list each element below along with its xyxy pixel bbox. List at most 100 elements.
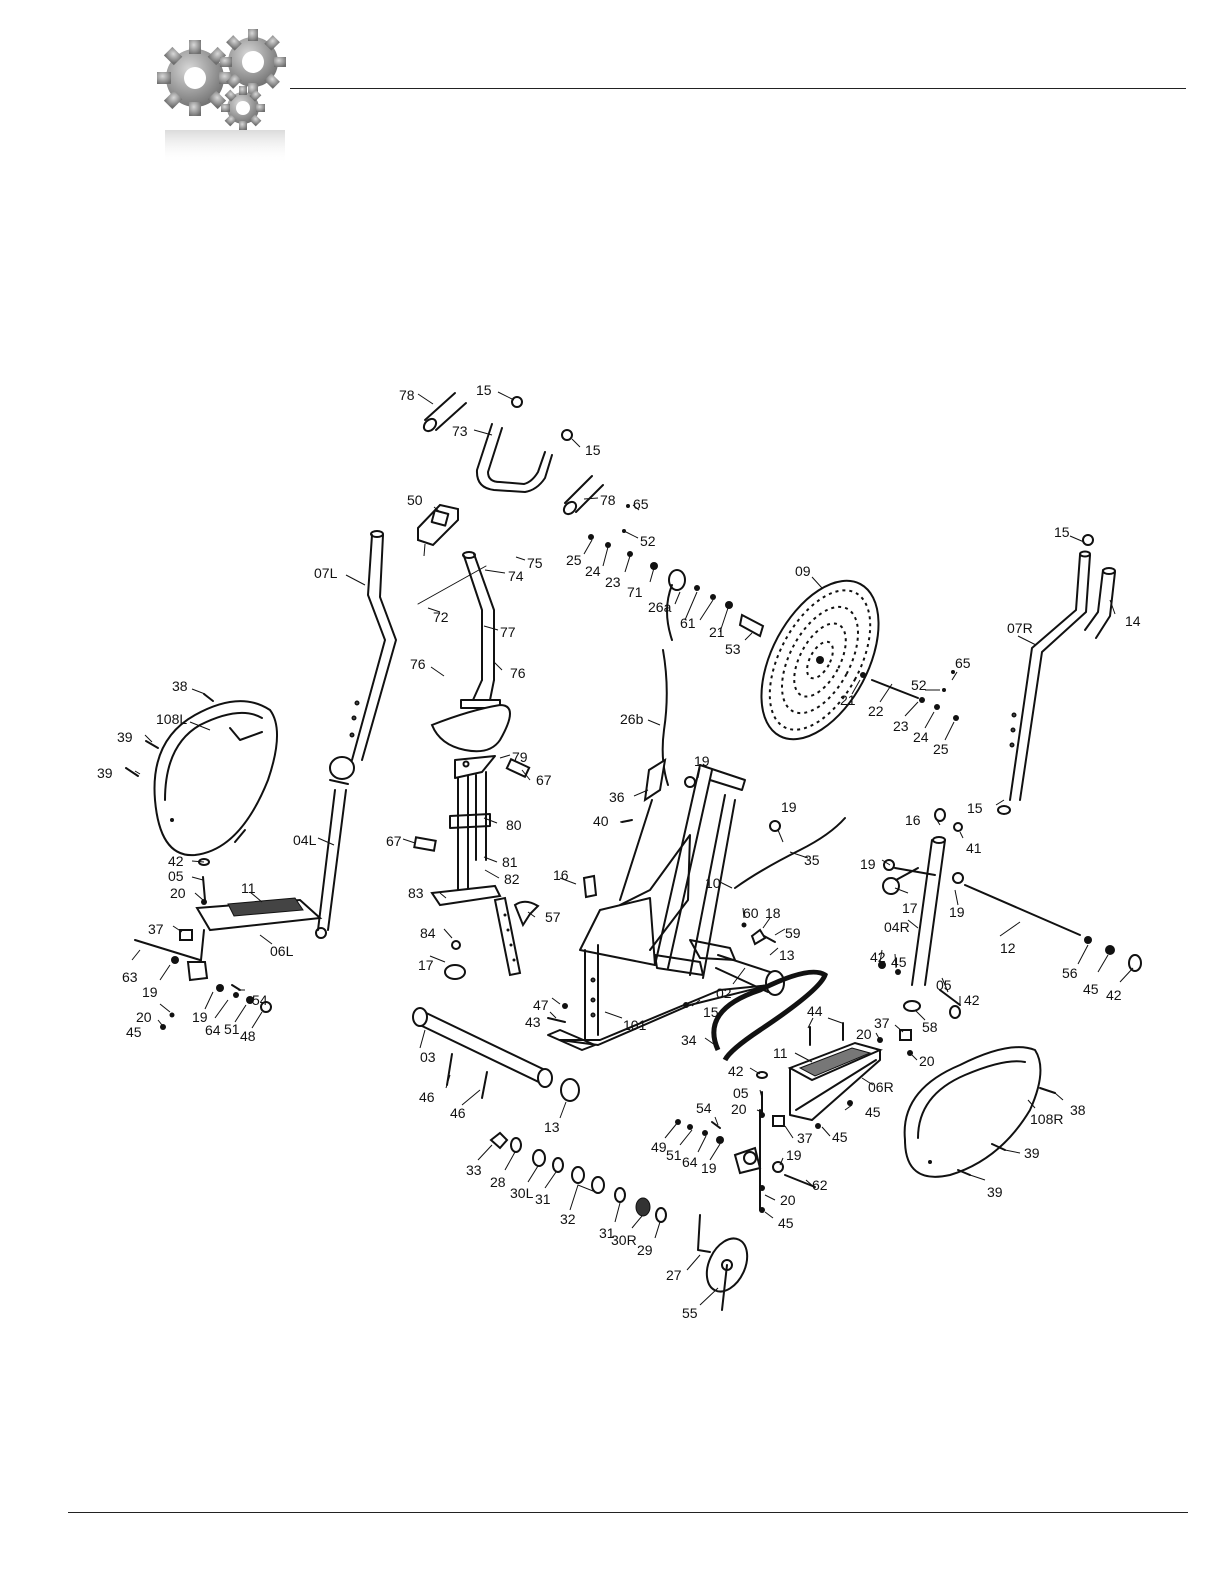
callout: 61 xyxy=(680,615,696,631)
callout: 39 xyxy=(1024,1145,1040,1161)
callout: 19 xyxy=(786,1147,802,1163)
callout: 23 xyxy=(893,718,909,734)
callout: 42 xyxy=(1106,987,1122,1003)
flywheel-09 xyxy=(760,579,880,741)
callout: 38 xyxy=(172,678,188,694)
callout: 45 xyxy=(1083,981,1099,997)
console-50 xyxy=(417,503,459,557)
callout: 40 xyxy=(593,813,609,829)
callout: 101 xyxy=(623,1017,647,1033)
callout: 19 xyxy=(949,904,965,920)
callout: 53 xyxy=(725,641,741,657)
callout: 77 xyxy=(500,624,516,640)
callout: 71 xyxy=(627,584,643,600)
callout: 20 xyxy=(136,1009,152,1025)
shroud-108L xyxy=(125,693,279,857)
callout: 50 xyxy=(407,492,423,508)
callout: 03 xyxy=(420,1049,436,1065)
gears-icon xyxy=(157,29,286,164)
callout: 56 xyxy=(1062,965,1078,981)
callout: 20 xyxy=(856,1026,872,1042)
callout: 45 xyxy=(778,1215,794,1231)
leader-lines xyxy=(131,391,1134,1306)
handlebar-arm-07L xyxy=(349,530,397,761)
handlebar-arm-07R xyxy=(1009,550,1091,801)
lower-arm-04L xyxy=(315,756,355,939)
callout: 42 xyxy=(168,853,184,869)
callout: 15 xyxy=(967,800,983,816)
seat-slider-83 xyxy=(430,884,522,980)
callout: 06L xyxy=(270,943,294,959)
tension-knob-36 xyxy=(643,757,667,803)
center-pedal-hardware xyxy=(675,1071,816,1213)
callout: 78 xyxy=(399,387,415,403)
cable-35 xyxy=(734,817,846,889)
callout: 19 xyxy=(694,753,710,769)
callout: 31 xyxy=(599,1225,615,1241)
lower-arm-04R xyxy=(882,808,964,986)
callout: 74 xyxy=(508,568,524,584)
callout: 81 xyxy=(502,854,518,870)
callout: 84 xyxy=(420,925,436,941)
handlebar-post-77 xyxy=(417,551,501,709)
callout: 39 xyxy=(117,729,133,745)
callout: 51 xyxy=(666,1147,682,1163)
callout: 42 xyxy=(870,949,886,965)
callout-labels: 78 15 73 15 78 50 65 52 75 74 07L 72 77 … xyxy=(97,382,1141,1321)
crank-27-pulley-55 xyxy=(697,1214,749,1311)
callout: 72 xyxy=(433,609,449,625)
callout: 22 xyxy=(868,703,884,719)
callout: 79 xyxy=(512,749,528,765)
callout: 55 xyxy=(682,1305,698,1321)
callout: 39 xyxy=(97,765,113,781)
callout: 13 xyxy=(779,947,795,963)
bearing-row xyxy=(489,1131,667,1223)
callout: 25 xyxy=(566,552,582,568)
callout: 15 xyxy=(585,442,601,458)
callout: 31 xyxy=(535,1191,551,1207)
header-rule xyxy=(290,88,1186,89)
callout: 47 xyxy=(533,997,549,1013)
handlebar-73 xyxy=(475,423,553,493)
callout: 64 xyxy=(682,1154,698,1170)
callout: 20 xyxy=(170,885,186,901)
callout: 25 xyxy=(933,741,949,757)
callout: 26b xyxy=(620,711,644,727)
callout: 15 xyxy=(1054,524,1070,540)
callout: 76 xyxy=(510,665,526,681)
callout: 65 xyxy=(633,496,649,512)
callout: 45 xyxy=(891,954,907,970)
callout: 57 xyxy=(545,909,561,925)
callout: 04L xyxy=(293,832,317,848)
pedal-06L xyxy=(195,897,323,971)
axle-washers-left xyxy=(588,534,765,638)
seat-bracket-80 xyxy=(449,755,496,901)
axle-washers-right xyxy=(622,504,959,721)
callout: 52 xyxy=(911,677,927,693)
callout: 18 xyxy=(765,905,781,921)
callout: 24 xyxy=(913,729,929,745)
callout: 24 xyxy=(585,563,601,579)
callout: 12 xyxy=(1000,940,1016,956)
main-frame-101 xyxy=(547,764,771,1051)
callout: 67 xyxy=(386,833,402,849)
axle-12 xyxy=(964,884,1081,936)
callout: 19 xyxy=(192,1009,208,1025)
callout: 46 xyxy=(419,1089,435,1105)
callout: 67 xyxy=(536,772,552,788)
callout: 49 xyxy=(651,1139,667,1155)
callout: 48 xyxy=(240,1028,256,1044)
seat-79 xyxy=(430,703,511,753)
callout: 62 xyxy=(812,1177,828,1193)
callout: 16 xyxy=(553,867,569,883)
callout: 76 xyxy=(410,656,426,672)
callout: 07L xyxy=(314,565,338,581)
callout: 108R xyxy=(1030,1111,1063,1127)
callout: 21 xyxy=(840,692,856,708)
callout: 26a xyxy=(648,599,672,615)
callout: 35 xyxy=(804,852,820,868)
callout: 64 xyxy=(205,1022,221,1038)
callout: 30L xyxy=(510,1185,534,1201)
callout: 20 xyxy=(780,1192,796,1208)
